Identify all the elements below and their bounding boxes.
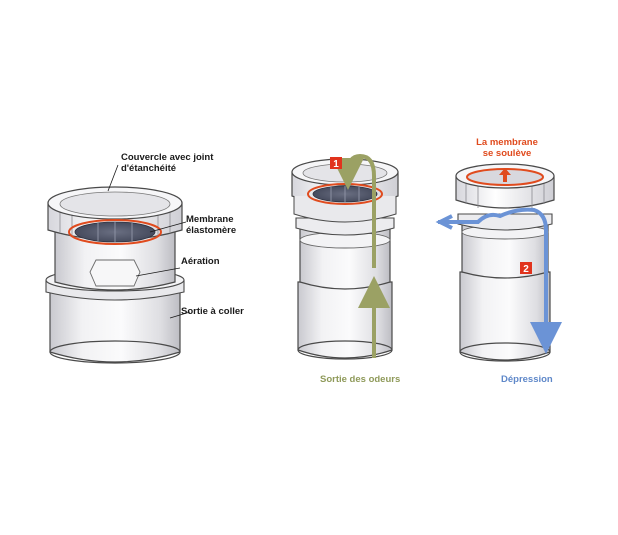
label-depression: Dépression [501, 374, 553, 385]
device-labelled: Couvercle avec joint d'étanchéité Membra… [45, 152, 244, 364]
pipe-lower-3 [459, 271, 551, 361]
device-odor-exit: 1 Sortie des odeurs [291, 153, 400, 385]
step1-badge [330, 157, 342, 169]
label-membrane-line2: élastomère [186, 225, 236, 236]
label-odor-exit: Sortie des odeurs [320, 374, 400, 385]
label-aeration: Aération [181, 256, 220, 267]
pipe-lower [297, 281, 393, 359]
leader-lines [107, 164, 191, 319]
odor-arrow-loop [332, 153, 376, 268]
pipe-lower-rim [297, 340, 393, 360]
step1-badge-text: 1 [333, 159, 339, 170]
air-inlet-arrow [435, 214, 453, 230]
mid-collar [295, 217, 395, 236]
label-membrane-lifts-line2: se soulève [483, 148, 532, 159]
label-lid-line2: d'étanchéité [121, 163, 176, 174]
lift-arrow-icon [499, 168, 511, 182]
membrane-orange-seal [68, 219, 162, 245]
membrane-grid [97, 222, 133, 242]
lid-lower-band-2 [293, 196, 397, 223]
lid-ribs-3 [465, 182, 545, 208]
depression-arrow [438, 207, 562, 354]
step2-badge-text: 2 [523, 264, 529, 275]
glue-outlet-rim [49, 340, 181, 364]
aeration-window [89, 259, 141, 287]
lid-ribs [59, 210, 171, 236]
label-lid: Couvercle avec joint [121, 152, 214, 163]
label-membrane: Membrane [186, 214, 234, 225]
label-membrane-lifts: La membrane [476, 137, 538, 148]
device-depression: 2 La membrane se soulève Dépression [435, 137, 562, 385]
step2-badge [520, 262, 532, 274]
lid-seal-ring [59, 191, 171, 217]
label-glue-outlet: Sortie à coller [181, 306, 244, 317]
